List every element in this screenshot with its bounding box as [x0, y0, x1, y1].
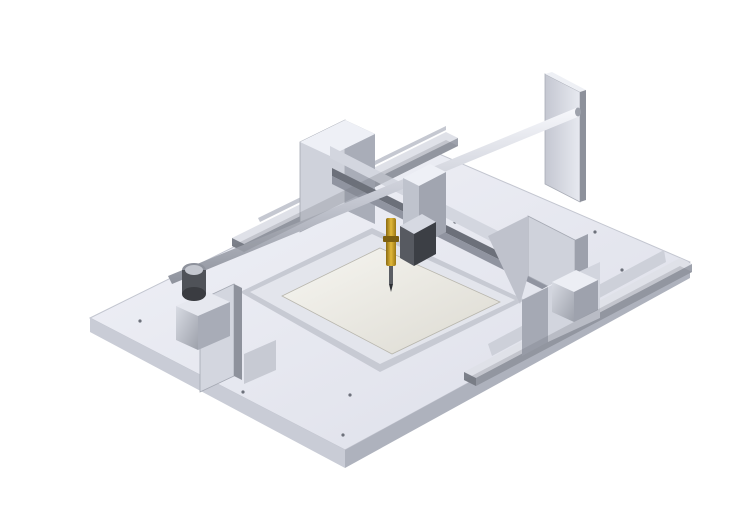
stepper-motor-left [176, 292, 230, 316]
tool-carriage [400, 164, 446, 266]
left-motor-assembly [176, 263, 276, 393]
rear-end-plate [544, 72, 586, 203]
soft-shadows [232, 140, 692, 386]
gantry [299, 119, 600, 356]
stepper-motor-right [552, 270, 598, 292]
pen-tool-holder [383, 218, 399, 292]
paper-sheet [281, 247, 501, 355]
right-motor-assembly [552, 270, 598, 322]
x-axis-rod [168, 107, 581, 284]
work-area [240, 228, 525, 372]
